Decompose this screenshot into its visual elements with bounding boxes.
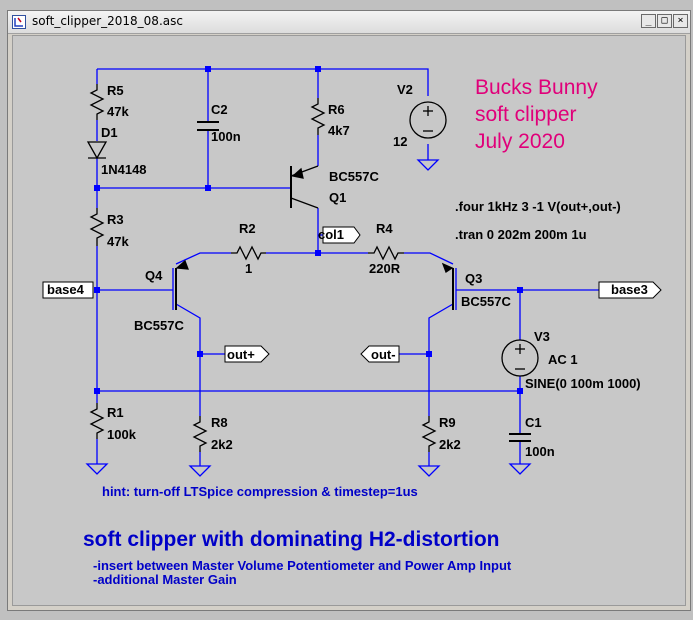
label-c2-value: 100n — [211, 129, 241, 144]
ground-v2-icon — [416, 159, 440, 171]
label-c1-name: C1 — [525, 415, 542, 430]
resistor-r2-symbol — [231, 245, 266, 261]
heading-text: soft clipper with dominating H2-distorti… — [83, 528, 499, 551]
label-d1-value: 1N4148 — [101, 162, 147, 177]
net-label-base4: base4 — [47, 282, 85, 297]
flag-base4-outline — [42, 281, 94, 299]
resistor-r1-symbol — [89, 403, 105, 439]
title-line-1: Bucks Bunny — [475, 76, 598, 99]
label-r8-value: 2k2 — [211, 437, 233, 452]
diode-d1-symbol — [86, 141, 108, 160]
component-symbols — [86, 84, 539, 452]
voltage-source-v2-symbol — [409, 101, 447, 139]
label-r4-name: R4 — [376, 221, 393, 236]
label-d1-name: D1 — [101, 125, 118, 140]
net-label-col1: col1 — [318, 227, 344, 242]
title-line-3: July 2020 — [475, 130, 565, 153]
schematic-canvas[interactable]: R5 47k D1 1N4148 R3 47k R1 100k C2 100n … — [12, 35, 686, 606]
net-label-base3: base3 — [611, 282, 648, 297]
note-line-1: -insert between Master Volume Potentiome… — [93, 558, 512, 573]
directive-tran: .tran 0 202m 200m 1u — [455, 227, 587, 242]
directive-four: .four 1kHz 3 -1 V(out+,out-) — [455, 199, 621, 214]
transistor-q3-symbol — [441, 262, 454, 310]
label-r6-value: 4k7 — [328, 123, 350, 138]
label-r2-name: R2 — [239, 221, 256, 236]
label-r5-value: 47k — [107, 104, 129, 119]
flag-base3-outline — [598, 281, 662, 299]
label-r3-name: R3 — [107, 212, 124, 227]
label-r1-value: 100k — [107, 427, 137, 442]
resistor-r4-symbol — [368, 245, 404, 261]
minimize-button[interactable]: _ — [641, 14, 656, 28]
label-v3-name: V3 — [534, 329, 550, 344]
net-label-flags — [42, 226, 662, 363]
label-q3-value: BC557C — [461, 294, 511, 309]
net-label-out-minus: out- — [371, 347, 396, 362]
flag-out-plus-outline — [224, 345, 270, 363]
label-q4-name: Q4 — [145, 268, 163, 283]
voltage-source-v3-symbol — [501, 339, 539, 377]
label-v3-value: AC 1 — [548, 352, 578, 367]
label-r2-value: 1 — [245, 261, 252, 276]
label-v2-name: V2 — [397, 82, 413, 97]
label-r8-name: R8 — [211, 415, 228, 430]
title-bar[interactable]: soft_clipper_2018_08.asc _ □ × — [8, 11, 690, 34]
label-v3-source: SINE(0 100m 1000) — [525, 376, 641, 391]
label-c2-name: C2 — [211, 102, 228, 117]
label-c1-value: 100n — [525, 444, 555, 459]
resistor-r5-symbol — [89, 84, 105, 120]
label-r9-name: R9 — [439, 415, 456, 430]
label-r6-name: R6 — [328, 102, 345, 117]
note-line-2: -additional Master Gain — [93, 572, 237, 587]
capacitor-c1-symbol — [509, 433, 531, 442]
resistor-r6-symbol — [310, 98, 326, 135]
schematic-drawing[interactable]: R5 47k D1 1N4148 R3 47k R1 100k C2 100n … — [13, 36, 685, 605]
ltspice-schematic-icon — [12, 15, 26, 29]
ground-r8-icon — [188, 465, 212, 477]
label-q1-value: BC557C — [329, 169, 379, 184]
resistor-r3-symbol — [89, 208, 105, 246]
ground-r1-icon — [85, 463, 109, 475]
flag-col1-outline — [322, 226, 361, 244]
label-r3-value: 47k — [107, 234, 129, 249]
label-q1-name: Q1 — [329, 190, 346, 205]
hint-text: hint: turn-off LTSpice compression & tim… — [102, 484, 418, 499]
transistor-q1-symbol — [290, 165, 319, 209]
flag-out-minus-outline — [360, 345, 400, 363]
label-r1-name: R1 — [107, 405, 124, 420]
resistor-r8-symbol — [192, 416, 208, 452]
label-r5-name: R5 — [107, 83, 124, 98]
window-title: soft_clipper_2018_08.asc — [32, 14, 183, 28]
capacitor-c2-symbol — [197, 121, 219, 131]
label-r4-value: 220R — [369, 261, 401, 276]
schematic-window: soft_clipper_2018_08.asc _ □ × — [7, 10, 691, 611]
label-q3-name: Q3 — [465, 271, 482, 286]
resistor-r9-symbol — [421, 416, 437, 452]
ground-c1-icon — [508, 463, 532, 475]
maximize-button[interactable]: □ — [657, 14, 672, 28]
ground-r9-icon — [417, 465, 441, 477]
ground-symbols — [85, 159, 532, 477]
title-line-2: soft clipper — [475, 103, 577, 126]
label-q4-value: BC557C — [134, 318, 184, 333]
junction-dots — [94, 66, 523, 394]
close-button[interactable]: × — [673, 14, 688, 28]
label-r9-value: 2k2 — [439, 437, 461, 452]
label-v2-value: 12 — [393, 134, 407, 149]
net-label-out-plus: out+ — [227, 347, 255, 362]
transistor-q4-symbol — [175, 259, 189, 310]
